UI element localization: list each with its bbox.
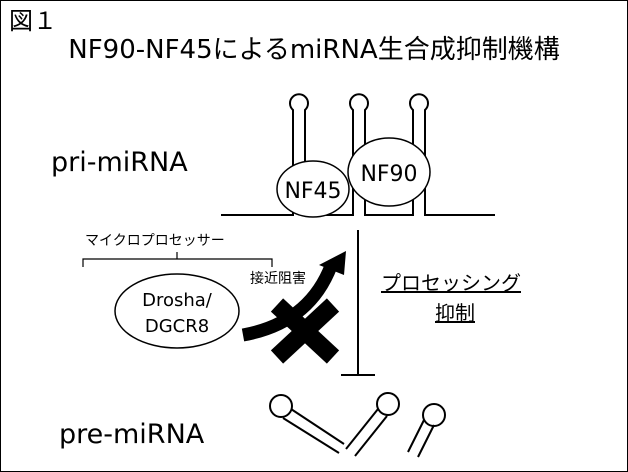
pre-mirna-hairpin (345, 392, 400, 457)
drosha-dgcr8-protein (114, 273, 240, 349)
pri-mirna-strand (221, 93, 495, 216)
nf90-label: NF90 (360, 162, 417, 187)
microprocessor-bracket (82, 252, 273, 267)
pre-mirna-hairpin (269, 394, 345, 454)
inhibition-label: 抑制 (435, 301, 475, 325)
pre-mirna-hairpin (407, 403, 446, 458)
figure-label: 図１ (9, 7, 57, 35)
curved-arrow-head (319, 251, 346, 275)
curved-arrow-shaft (241, 263, 338, 342)
figure-title: NF90-NF45によるmiRNA生合成抑制機構 (68, 35, 560, 65)
microprocessor-label: マイクロプロセッサー (85, 233, 225, 249)
pre-mirna-hairpins (269, 392, 446, 458)
access-inhibition-label: 接近阻害 (250, 271, 306, 287)
pre-mirna-label: pre-miRNA (59, 419, 205, 450)
nf45-protein (276, 160, 350, 218)
nf90-protein (347, 137, 431, 207)
block-x-mark (270, 298, 340, 364)
processing-label: プロセッシング (381, 271, 521, 295)
drosha-label: Drosha/ (142, 290, 213, 311)
pri-mirna-label: pri-miRNA (51, 147, 188, 178)
inhibition-bar (341, 230, 375, 376)
pri-mirna-structure (221, 93, 495, 216)
nf45-label: NF45 (284, 179, 341, 204)
dgcr8-label: DGCR8 (145, 316, 209, 337)
